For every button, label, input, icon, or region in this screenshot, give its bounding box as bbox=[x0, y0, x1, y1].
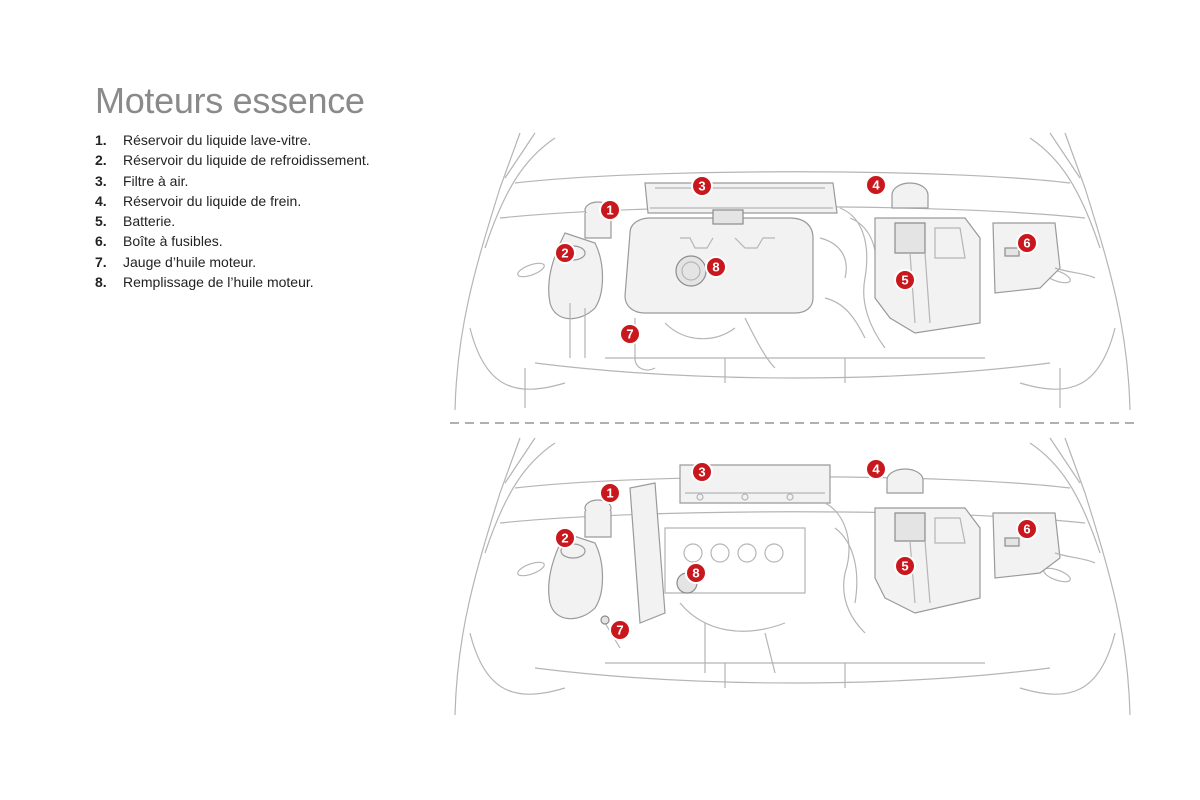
item-number: 1. bbox=[95, 132, 107, 148]
svg-text:2: 2 bbox=[561, 246, 568, 261]
callout-8: 8 bbox=[685, 562, 707, 584]
svg-text:4: 4 bbox=[872, 178, 880, 193]
engine-illustration-bottom bbox=[454, 437, 1131, 716]
engine-illustration-top bbox=[454, 132, 1131, 411]
svg-text:1: 1 bbox=[606, 486, 613, 501]
callout-7: 7 bbox=[619, 323, 641, 345]
callout-2: 2 bbox=[554, 527, 576, 549]
svg-text:6: 6 bbox=[1023, 522, 1030, 537]
item-label: Réservoir du liquide de refroidissement. bbox=[123, 152, 370, 169]
svg-text:2: 2 bbox=[561, 531, 568, 546]
list-item: 3. Filtre à air. bbox=[95, 171, 370, 191]
callout-7: 7 bbox=[609, 619, 631, 641]
svg-text:1: 1 bbox=[606, 203, 613, 218]
svg-text:5: 5 bbox=[901, 273, 908, 288]
item-number: 5. bbox=[95, 213, 107, 230]
item-label: Boîte à fusibles. bbox=[123, 233, 223, 250]
callout-1: 1 bbox=[599, 199, 621, 221]
item-number: 4. bbox=[95, 192, 107, 209]
svg-text:7: 7 bbox=[626, 327, 633, 342]
svg-text:7: 7 bbox=[616, 623, 623, 638]
item-number: 7. bbox=[95, 253, 107, 270]
callout-5: 5 bbox=[894, 269, 916, 291]
item-label: Remplissage de l’huile moteur. bbox=[123, 274, 314, 291]
callout-1: 1 bbox=[599, 482, 621, 504]
callout-2: 2 bbox=[554, 242, 576, 264]
legend-list: 1. Réservoir du liquide lave-vitre. 2. Rés… bbox=[95, 130, 370, 292]
callout-4: 4 bbox=[865, 174, 887, 196]
svg-text:5: 5 bbox=[901, 559, 908, 574]
svg-text:6: 6 bbox=[1023, 236, 1030, 251]
item-label: Réservoir du liquide de frein. bbox=[123, 192, 302, 209]
item-number: 8. bbox=[95, 274, 107, 291]
callout-6: 6 bbox=[1016, 518, 1038, 540]
item-label: Jauge d’huile moteur. bbox=[123, 253, 257, 270]
list-item: 5. Batterie. bbox=[95, 211, 370, 231]
svg-text:3: 3 bbox=[698, 179, 705, 194]
item-number: 3. bbox=[95, 172, 107, 189]
callouts-bottom: 1 2 3 4 5 6 7 8 bbox=[554, 458, 1038, 641]
svg-text:8: 8 bbox=[692, 566, 699, 581]
item-label: Batterie. bbox=[123, 213, 176, 230]
list-item: 6. Boîte à fusibles. bbox=[95, 231, 370, 251]
callouts-top: 1 2 3 4 5 6 7 8 bbox=[554, 174, 1038, 345]
engine-illustration: 1 2 3 4 5 6 7 8 1 2 3 4 5 6 7 8 bbox=[450, 132, 1135, 716]
item-number: 6. bbox=[95, 233, 107, 250]
list-item: 4. Réservoir du liquide de frein. bbox=[95, 191, 370, 211]
engine-diagram: 1 2 3 4 5 6 7 8 1 2 3 4 5 6 7 8 bbox=[445, 128, 1140, 718]
callout-3: 3 bbox=[691, 461, 713, 483]
callout-5: 5 bbox=[894, 555, 916, 577]
list-item: 1. Réservoir du liquide lave-vitre. bbox=[95, 130, 370, 150]
svg-text:8: 8 bbox=[712, 260, 719, 275]
callout-4: 4 bbox=[865, 458, 887, 480]
page-title: Moteurs essence bbox=[95, 80, 365, 121]
callout-8: 8 bbox=[705, 256, 727, 278]
list-item: 8. Remplissage de l’huile moteur. bbox=[95, 272, 370, 292]
callout-3: 3 bbox=[691, 175, 713, 197]
item-label: Réservoir du liquide lave-vitre. bbox=[123, 132, 312, 148]
callout-6: 6 bbox=[1016, 232, 1038, 254]
list-item: 2. Réservoir du liquide de refroidissemen… bbox=[95, 150, 370, 170]
item-number: 2. bbox=[95, 152, 107, 169]
svg-text:3: 3 bbox=[698, 465, 705, 480]
list-item: 7. Jauge d’huile moteur. bbox=[95, 252, 370, 272]
svg-text:4: 4 bbox=[872, 462, 880, 477]
item-label: Filtre à air. bbox=[123, 172, 189, 189]
